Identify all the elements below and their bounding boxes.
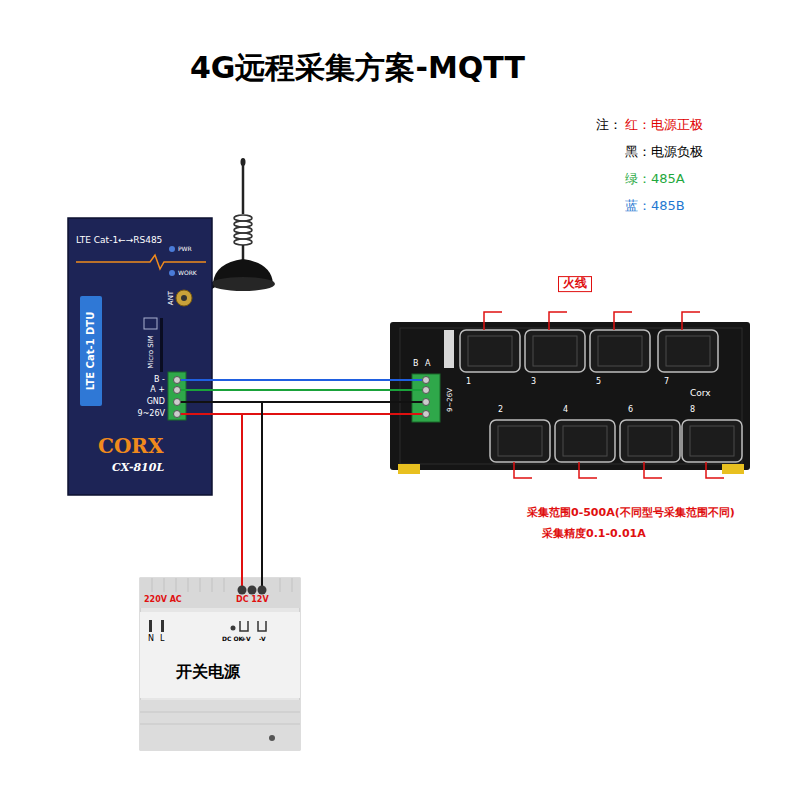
brand-logo: Corx bbox=[690, 388, 711, 398]
terminal-name: +V bbox=[241, 636, 251, 643]
signal-wire bbox=[212, 402, 262, 578]
device-name: 开关电源 bbox=[176, 663, 240, 681]
pin-name: GND bbox=[147, 397, 165, 406]
terminal-name: N bbox=[148, 634, 154, 643]
range-note: 采集范围0-500A(不同型号采集范围不同) bbox=[527, 507, 735, 520]
legend-text: 蓝：485B bbox=[625, 198, 685, 213]
channel-number: 5 bbox=[596, 377, 601, 386]
pin-name: 9~26V bbox=[446, 388, 454, 412]
legend-item: 绿：485A bbox=[625, 170, 685, 188]
led-label: PWR bbox=[178, 246, 192, 253]
channel-number: 2 bbox=[498, 405, 503, 414]
output-label: DC 12V bbox=[236, 595, 269, 604]
accuracy-note: 采集精度0.1-0.01A bbox=[542, 528, 646, 541]
brand-logo: CORX bbox=[98, 435, 163, 458]
legend-item: 红：电源正极 bbox=[625, 116, 703, 134]
terminal-name: L bbox=[160, 634, 164, 643]
channel-number: 8 bbox=[690, 405, 695, 414]
pin-name: B bbox=[413, 359, 419, 368]
legend-text: 绿：485A bbox=[625, 171, 685, 186]
panel-label: LTE Cat-1←→RS485 bbox=[76, 235, 162, 245]
channel-number: 6 bbox=[628, 405, 633, 414]
port-label: Micro SIM bbox=[147, 335, 155, 369]
current-sensor-board: 火线13572468BA9~26VCorx bbox=[390, 322, 750, 470]
legend-text: 红：电源正极 bbox=[625, 117, 703, 132]
legend-item: 蓝：485B bbox=[625, 197, 685, 215]
signal-wire bbox=[212, 414, 242, 578]
led-label: DC OK bbox=[222, 636, 243, 643]
input-label: 220V AC bbox=[144, 595, 182, 604]
pin-name: A bbox=[425, 359, 430, 368]
channel-number: 7 bbox=[664, 377, 669, 386]
wire-tag: 火线 bbox=[558, 276, 592, 292]
legend-text: 黑：电源负极 bbox=[625, 144, 703, 159]
signal-wire bbox=[262, 402, 390, 578]
pin-name: 9~26V bbox=[138, 409, 165, 418]
model-name: CX-810L bbox=[112, 462, 164, 475]
device-name: LTE Cat-1 DTU bbox=[85, 312, 97, 391]
signal-wire bbox=[212, 379, 390, 381]
led-label: WORK bbox=[178, 270, 197, 277]
port-label: ANT bbox=[167, 291, 175, 305]
signal-wire bbox=[242, 414, 390, 578]
dtu-device: LTE Cat-1←→RS485PWR WORK ANT Micro SIM LTE C… bbox=[68, 218, 212, 495]
legend-item: 黑：电源负极 bbox=[625, 143, 703, 161]
terminal-name: -V bbox=[259, 636, 266, 643]
pin-name: B - bbox=[154, 375, 165, 384]
switching-power-supply: 220V AC DC 12V NL DC OK+V -V 开关电源 bbox=[140, 578, 300, 750]
signal-wire bbox=[212, 389, 390, 391]
pin-name: A + bbox=[150, 385, 165, 394]
diagram-title: 4G远程采集方案-MQTT bbox=[190, 51, 525, 86]
note-label: 注： bbox=[596, 118, 622, 133]
channel-number: 4 bbox=[563, 405, 568, 414]
channel-number: 1 bbox=[466, 377, 471, 386]
channel-number: 3 bbox=[531, 377, 536, 386]
